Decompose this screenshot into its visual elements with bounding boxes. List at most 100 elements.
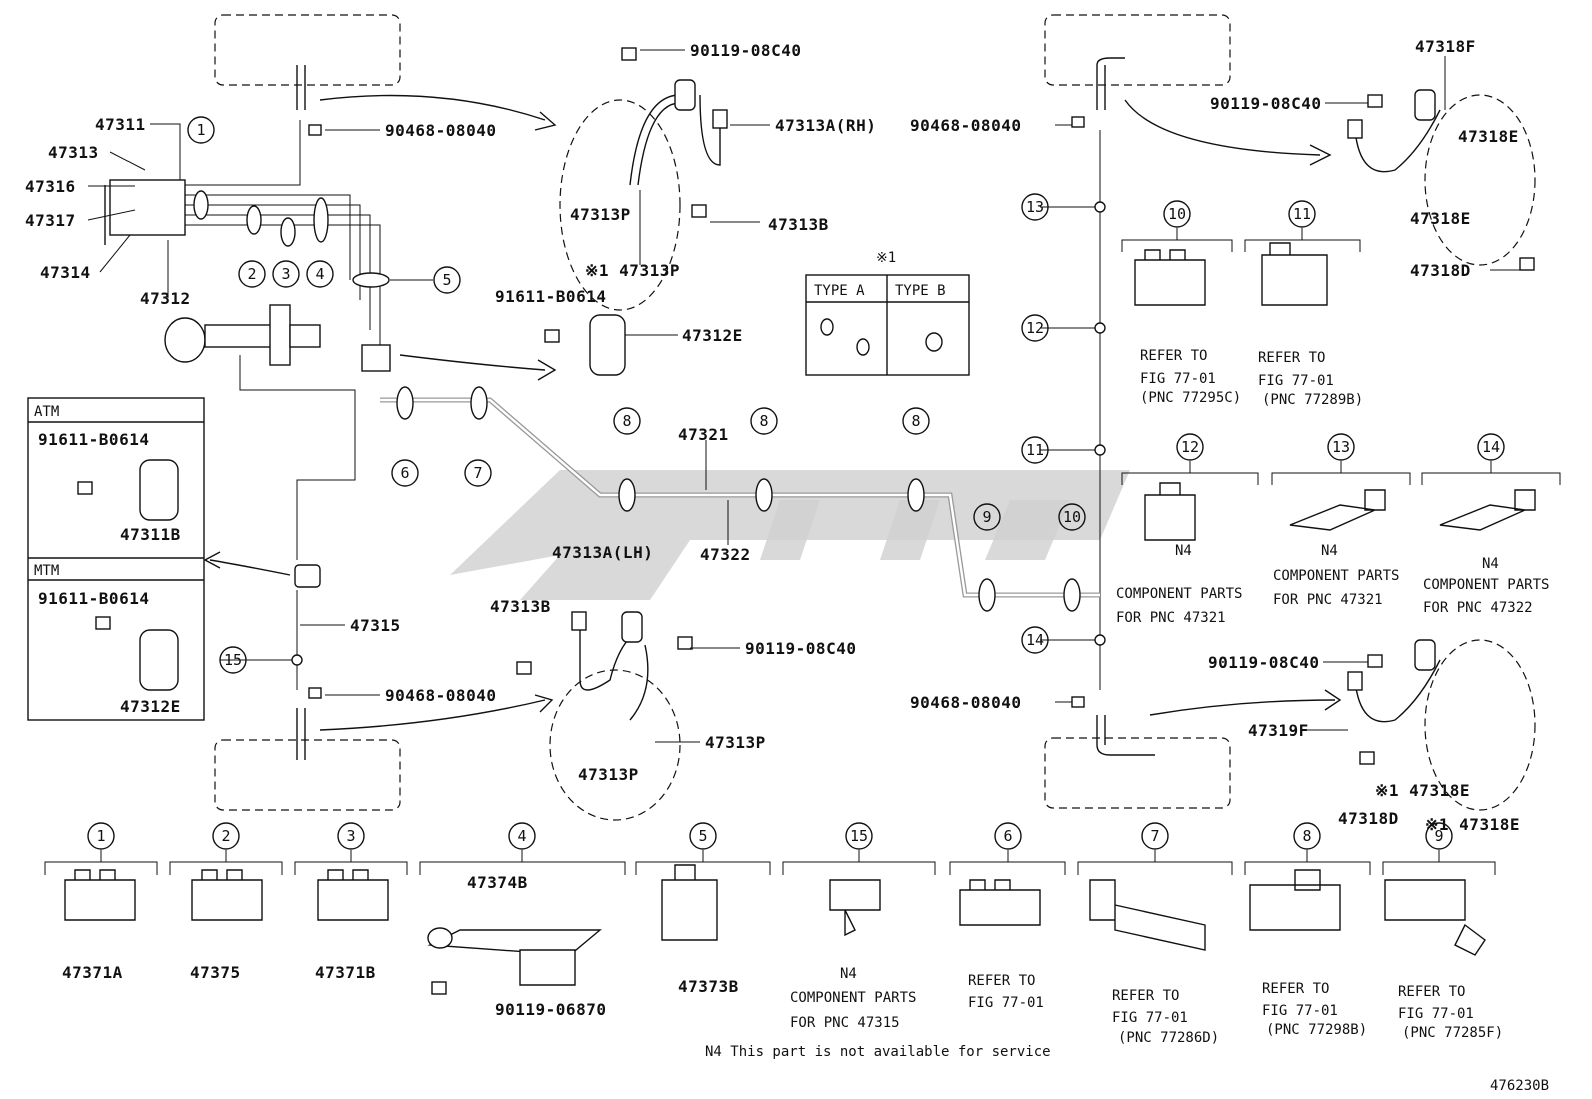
svg-text:FIG 77-01: FIG 77-01 bbox=[1140, 371, 1216, 387]
type-legend: ※1 TYPE A TYPE B bbox=[805, 250, 970, 376]
svg-text:FOR PNC 47321: FOR PNC 47321 bbox=[1273, 592, 1383, 608]
svg-text:14: 14 bbox=[1482, 438, 1500, 456]
callout-5-detail: 5 bbox=[689, 822, 717, 850]
legend-type-a: TYPE A bbox=[814, 283, 865, 299]
callout-6-detail: 6 bbox=[994, 822, 1022, 850]
callout-1-detail: 1 bbox=[87, 822, 115, 850]
note-12: N4 COMPONENT PARTS FOR PNC 47321 bbox=[1116, 543, 1242, 626]
svg-text:5: 5 bbox=[698, 827, 707, 845]
svg-text:N4: N4 bbox=[1482, 556, 1499, 572]
clip-shapes bbox=[64, 242, 1536, 986]
label-47313P-d: 47313P bbox=[578, 765, 639, 784]
svg-text:REFER TO: REFER TO bbox=[1140, 348, 1207, 364]
pipe-clamps bbox=[193, 190, 1106, 666]
svg-text:10: 10 bbox=[1168, 205, 1186, 223]
callout-1: 1 bbox=[187, 116, 215, 144]
svg-text:4: 4 bbox=[315, 265, 324, 283]
leader-lines bbox=[87, 49, 1520, 743]
callout-8b: 8 bbox=[750, 407, 778, 435]
callout-2: 2 bbox=[238, 260, 266, 288]
svg-text:REFER TO: REFER TO bbox=[1262, 981, 1329, 997]
note-14: N4 COMPONENT PARTS FOR PNC 47322 bbox=[1423, 556, 1549, 616]
svg-text:N4: N4 bbox=[1321, 543, 1338, 559]
svg-text:(PNC 77298B): (PNC 77298B) bbox=[1266, 1022, 1367, 1038]
label-47318D-b: 47318D bbox=[1338, 809, 1399, 828]
note-10: REFER TO FIG 77-01 (PNC 77295C) bbox=[1140, 348, 1241, 406]
label-47313P-b: ※1 47313P bbox=[585, 261, 680, 280]
callout-13: 13 bbox=[1021, 193, 1049, 221]
mtm-label: MTM bbox=[34, 563, 59, 579]
label-47316: 47316 bbox=[25, 177, 76, 196]
atm-label: ATM bbox=[34, 404, 59, 420]
svg-text:N4: N4 bbox=[840, 966, 857, 982]
callout-4: 4 bbox=[306, 260, 334, 288]
label-47313B-a: 47313B bbox=[768, 215, 829, 234]
label-47318F: 47318F bbox=[1415, 37, 1476, 56]
label-47321: 47321 bbox=[678, 425, 729, 444]
label-90119-rr: 90119-08C40 bbox=[1210, 94, 1321, 113]
callout-8c: 8 bbox=[902, 407, 930, 435]
callout-2-detail: 2 bbox=[212, 822, 240, 850]
svg-text:FOR PNC 47322: FOR PNC 47322 bbox=[1423, 600, 1533, 616]
svg-text:13: 13 bbox=[1026, 198, 1044, 216]
svg-text:4: 4 bbox=[517, 827, 526, 845]
note-9: REFER TO FIG 77-01 (PNC 77285F) bbox=[1398, 984, 1503, 1041]
svg-text:(PNC 77286D): (PNC 77286D) bbox=[1118, 1030, 1219, 1046]
callout-5: 5 bbox=[433, 266, 461, 294]
label-47319F: 47319F bbox=[1248, 721, 1309, 740]
svg-text:FIG 77-01: FIG 77-01 bbox=[1398, 1006, 1474, 1022]
atm-box: ATM MTM bbox=[27, 397, 205, 721]
callout-11-detail: 11 bbox=[1288, 200, 1316, 228]
label-47371B: 47371B bbox=[315, 963, 376, 982]
clip-notes: REFER TO FIG 77-01 (PNC 77295C) REFER TO… bbox=[790, 348, 1549, 1046]
label-47375: 47375 bbox=[190, 963, 241, 982]
label-47371A: 47371A bbox=[62, 963, 123, 982]
label-47374B: 47374B bbox=[467, 873, 528, 892]
label-47313P-c: 47313P bbox=[705, 733, 766, 752]
callout-9: 9 bbox=[973, 503, 1001, 531]
label-47311: 47311 bbox=[95, 115, 146, 134]
label-47313: 47313 bbox=[48, 143, 99, 162]
watermark-logo bbox=[450, 470, 1130, 600]
label-47311B: 47311B bbox=[120, 525, 181, 544]
callout-4-detail: 4 bbox=[508, 822, 536, 850]
label-47313P-a: 47313P bbox=[570, 205, 631, 224]
callout-12: 12 bbox=[1021, 314, 1049, 342]
svg-text:15: 15 bbox=[224, 651, 242, 669]
svg-text:7: 7 bbox=[1150, 827, 1159, 845]
label-91611-mid: 91611-B0614 bbox=[495, 287, 606, 306]
svg-text:15: 15 bbox=[850, 827, 868, 845]
svg-text:(PNC 77289B): (PNC 77289B) bbox=[1262, 392, 1363, 408]
note-15: N4 COMPONENT PARTS FOR PNC 47315 bbox=[790, 966, 916, 1031]
svg-text:FIG 77-01: FIG 77-01 bbox=[968, 995, 1044, 1011]
wheel-outlines bbox=[214, 14, 1231, 811]
callout-15: 15 bbox=[219, 646, 247, 674]
callout-3-detail: 3 bbox=[337, 822, 365, 850]
svg-text:1: 1 bbox=[196, 121, 205, 139]
label-90119-lh: 90119-08C40 bbox=[745, 639, 856, 658]
svg-text:3: 3 bbox=[346, 827, 355, 845]
svg-text:8: 8 bbox=[759, 412, 768, 430]
label-91611-atm: 91611-B0614 bbox=[38, 430, 149, 449]
label-90468-tr: 90468-08040 bbox=[910, 116, 1021, 135]
svg-text:(PNC 77295C): (PNC 77295C) bbox=[1140, 390, 1241, 406]
clip-brackets bbox=[44, 228, 1561, 875]
label-47318D-a: 47318D bbox=[1410, 261, 1471, 280]
svg-text:12: 12 bbox=[1026, 319, 1044, 337]
svg-text:7: 7 bbox=[473, 464, 482, 482]
svg-text:11: 11 bbox=[1293, 205, 1311, 223]
svg-text:FOR PNC 47321: FOR PNC 47321 bbox=[1116, 610, 1226, 626]
label-47312E-mid: 47312E bbox=[682, 326, 743, 345]
label-47312: 47312 bbox=[140, 289, 191, 308]
callout-12-detail: 12 bbox=[1176, 433, 1204, 461]
footnote: N4 This part is not available for servic… bbox=[705, 1044, 1051, 1060]
svg-text:2: 2 bbox=[247, 265, 256, 283]
label-47318E-b: 47318E bbox=[1410, 209, 1471, 228]
callouts: 1 2 3 4 5 6 7 8 8 8 9 10 13 12 11 14 15 … bbox=[87, 116, 1505, 850]
label-47318E-d: ※1 47318E bbox=[1425, 815, 1520, 834]
label-47317: 47317 bbox=[25, 211, 76, 230]
label-90119-06870: 90119-06870 bbox=[495, 1000, 606, 1019]
svg-text:9: 9 bbox=[982, 508, 991, 526]
callout-10-detail: 10 bbox=[1163, 200, 1191, 228]
legend-mark: ※1 bbox=[876, 250, 896, 266]
